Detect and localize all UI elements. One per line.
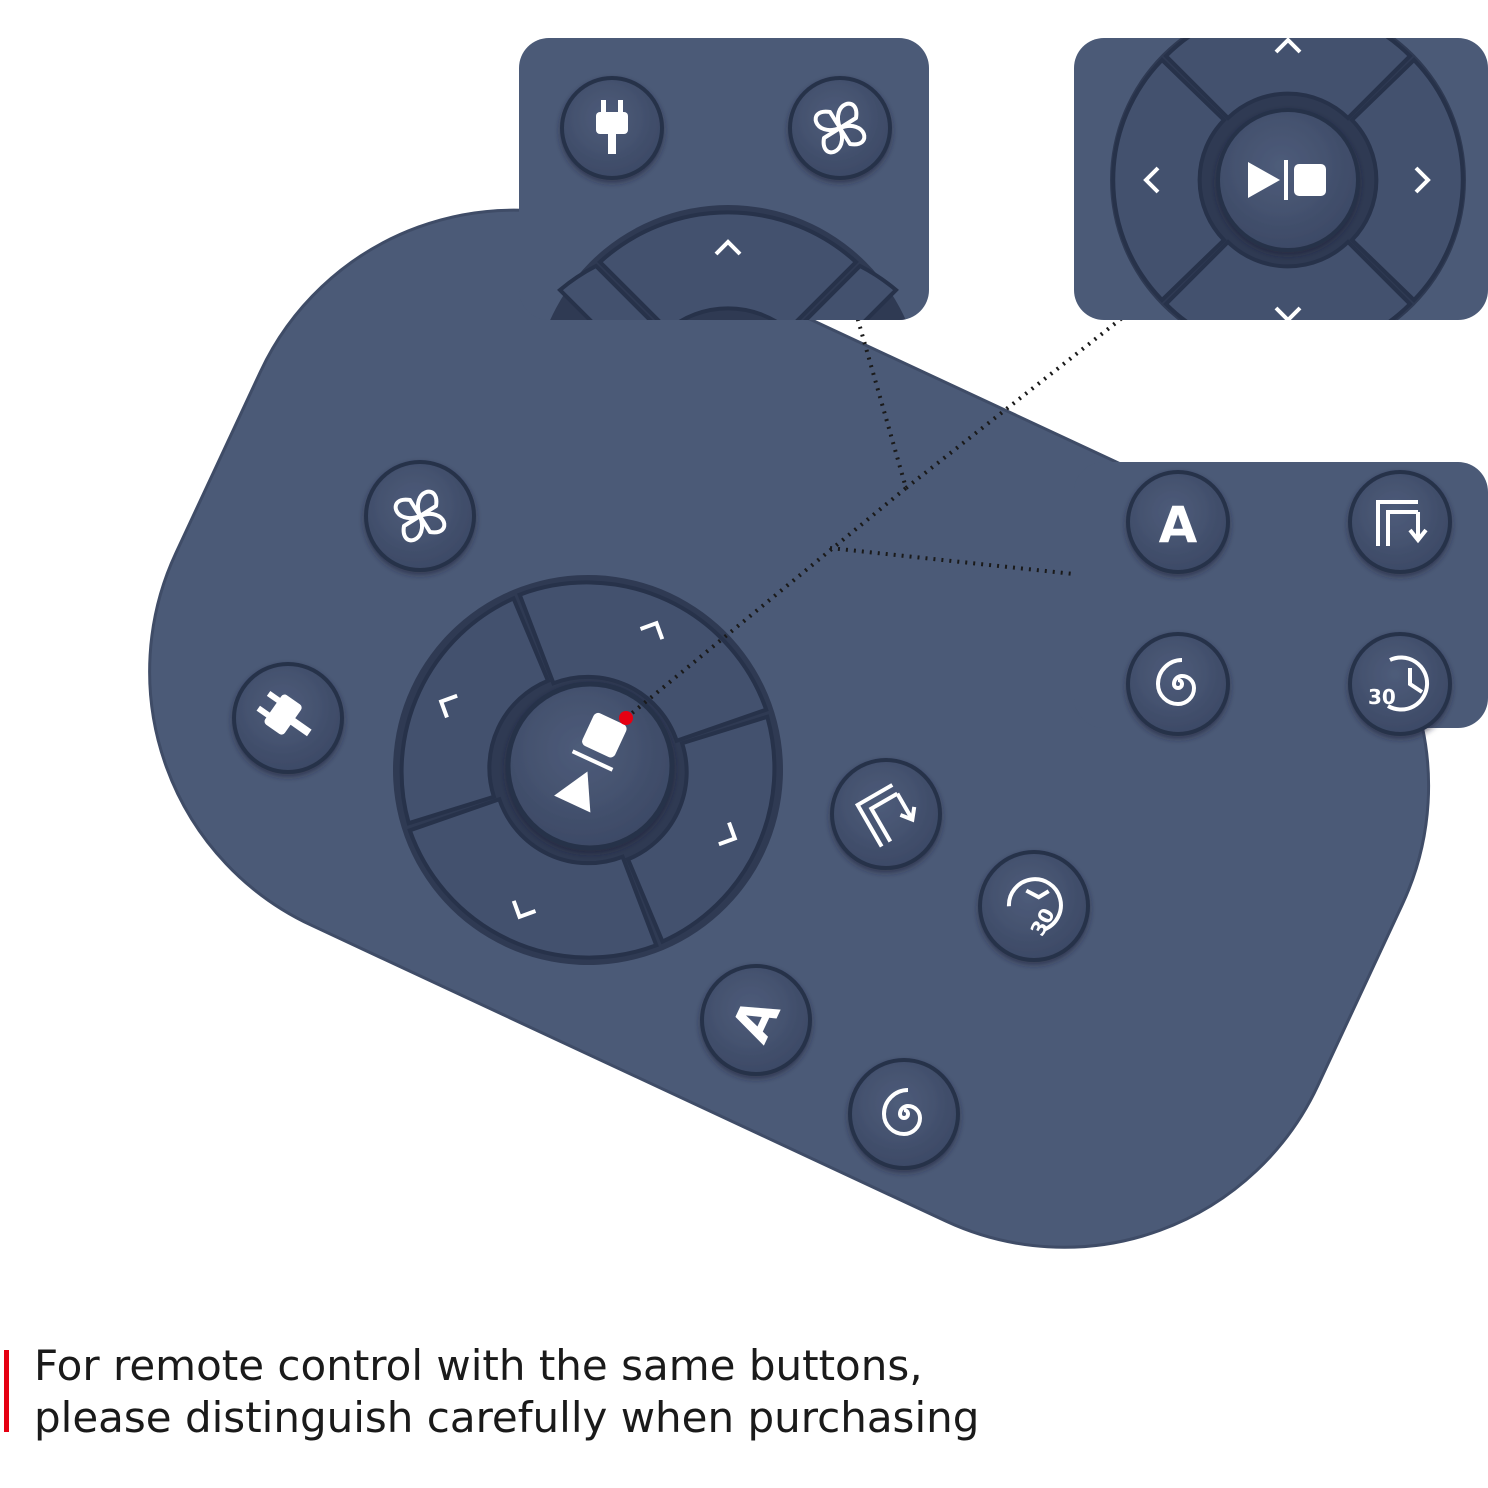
letter-a-icon: A <box>1159 496 1198 554</box>
chevron-right-icon <box>718 821 738 847</box>
caption: For remote control with the same buttons… <box>34 1340 1034 1444</box>
inset-power-fan <box>519 38 929 320</box>
dpad-down-button[interactable] <box>386 771 685 998</box>
power-button[interactable] <box>232 662 344 774</box>
inset-play-stop-button <box>1216 108 1360 252</box>
inset-edge-clean-button <box>1348 470 1452 574</box>
inset-spiral-button <box>1126 632 1230 736</box>
fan-icon <box>813 101 867 155</box>
caption-accent-bar <box>4 1350 9 1432</box>
plug-icon <box>596 100 628 154</box>
edge-clean-button[interactable] <box>830 758 942 870</box>
inset-fan-button <box>788 76 892 180</box>
chevron-right-icon <box>1414 166 1431 194</box>
dpad-right-button[interactable] <box>603 689 809 961</box>
caption-line-1: For remote control with the same buttons… <box>34 1341 923 1390</box>
inset-power-button <box>560 76 664 180</box>
svg-text:30: 30 <box>1368 685 1396 709</box>
caption-line-2: please distinguish carefully when purcha… <box>34 1393 980 1442</box>
edge-clean-icon <box>854 783 917 848</box>
inset-timer-button: 30 <box>1348 632 1452 736</box>
chevron-left-icon <box>1143 166 1160 194</box>
auto-button[interactable]: A <box>700 964 812 1076</box>
fan-icon <box>393 489 447 543</box>
timer-icon: 30 <box>1368 655 1430 712</box>
plug-icon <box>256 690 312 737</box>
inset-modes: A 30 <box>1074 462 1488 736</box>
chevron-up-icon <box>1274 38 1302 54</box>
fan-button[interactable] <box>364 460 476 572</box>
timer-button[interactable]: 30 <box>978 850 1090 962</box>
spiral-icon <box>881 1088 923 1137</box>
play-stop-button[interactable] <box>505 681 675 851</box>
play-pause-icon <box>554 712 627 813</box>
spiral-icon <box>1155 658 1197 707</box>
dpad-up-button[interactable] <box>492 543 791 770</box>
chevron-left-icon <box>438 693 458 719</box>
spiral-button[interactable] <box>848 1058 960 1170</box>
dpad-left-button[interactable] <box>367 579 573 851</box>
inset-dpad <box>1074 38 1488 320</box>
edge-clean-icon <box>1376 500 1428 546</box>
chevron-up-icon <box>639 620 665 640</box>
leader-lines <box>624 291 1152 720</box>
chevron-down-icon <box>511 900 537 920</box>
inset-auto-button: A <box>1126 470 1230 574</box>
chevron-down-icon <box>1274 306 1302 320</box>
play-pause-icon <box>1248 160 1326 200</box>
chevron-up-icon <box>714 239 742 256</box>
